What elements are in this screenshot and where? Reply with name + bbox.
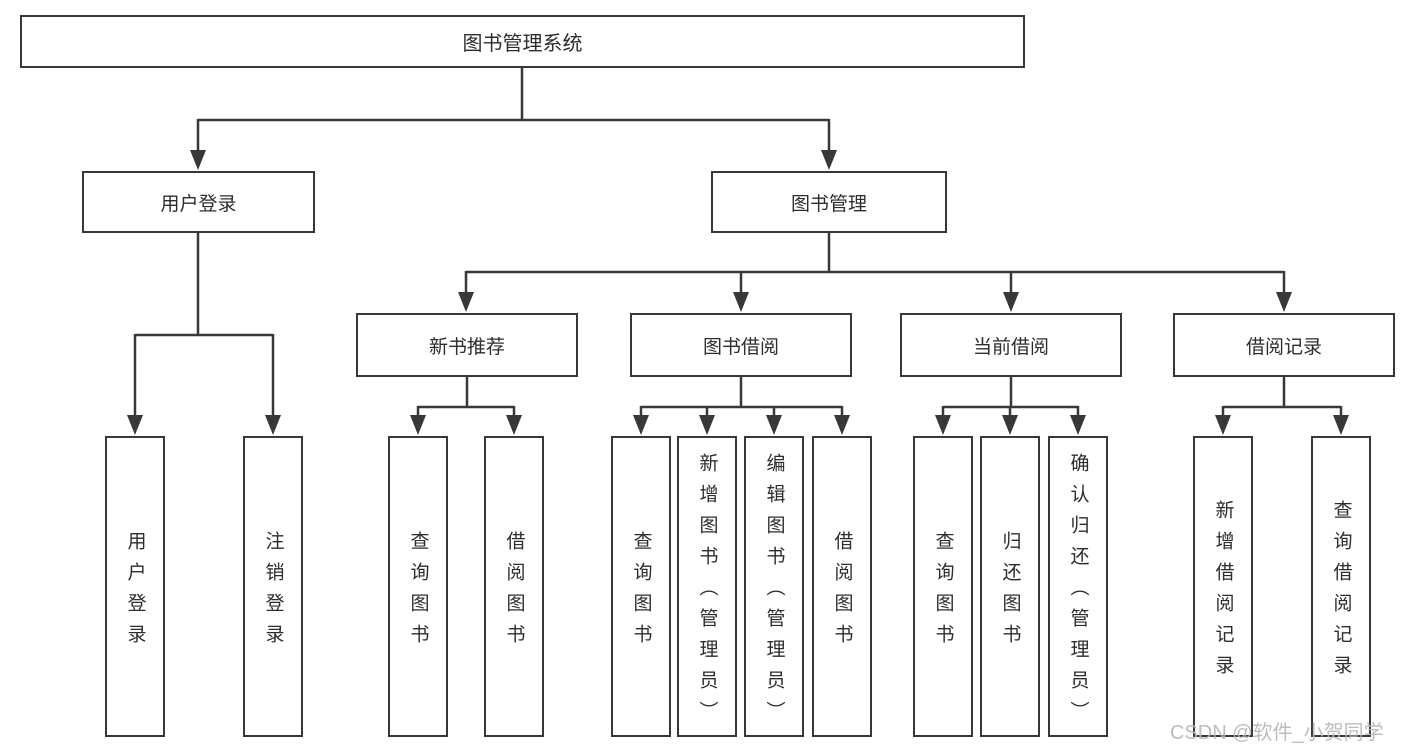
- connector-book-mgmt-to-subbranches: [458, 233, 1292, 312]
- leaf-current-query-label: 查询图书: [932, 530, 954, 655]
- leaf-borrow-edit-admin: 编辑图书（管理员）: [744, 436, 804, 737]
- leaf-current-confirm-admin: 确认归还（管理员）: [1048, 436, 1108, 737]
- leaf-user-login: 用户登录: [105, 436, 165, 737]
- node-root-system: 图书管理系统: [20, 15, 1025, 68]
- leaf-borrow-add-admin: 新增图书（管理员）: [677, 436, 737, 737]
- csdn-watermark: CSDN @软件_小贺同学: [1170, 722, 1384, 744]
- connector-user-login-to-leaves: [127, 233, 281, 435]
- leaf-records-add-label: 新增借阅记录: [1212, 499, 1234, 686]
- leaf-newbooks-query-label: 查询图书: [407, 530, 429, 655]
- leaf-user-login-label: 用户登录: [124, 530, 146, 655]
- leaf-current-query: 查询图书: [913, 436, 973, 737]
- leaf-borrow-add-admin-label: 新增图书（管理员）: [696, 453, 718, 732]
- leaf-borrow-query-label: 查询图书: [630, 530, 652, 655]
- leaf-borrow-query: 查询图书: [611, 436, 671, 737]
- node-new-books: 新书推荐: [356, 313, 578, 377]
- connector-current-borrow-to-leaves: [935, 377, 1086, 435]
- node-book-management-branch: 图书管理: [711, 171, 947, 233]
- node-book-borrow: 图书借阅: [630, 313, 852, 377]
- leaf-logout-label: 注销登录: [262, 530, 284, 655]
- connector-root-to-branches: [190, 68, 837, 170]
- leaf-logout: 注销登录: [243, 436, 303, 737]
- leaf-newbooks-borrow-label: 借阅图书: [503, 530, 525, 655]
- leaf-records-add: 新增借阅记录: [1193, 436, 1253, 737]
- leaf-records-query-label: 查询借阅记录: [1330, 499, 1352, 686]
- leaf-newbooks-query: 查询图书: [388, 436, 448, 737]
- node-current-borrow: 当前借阅: [900, 313, 1122, 377]
- leaf-current-return: 归还图书: [980, 436, 1040, 737]
- connector-borrow-records-to-leaves: [1215, 377, 1349, 435]
- node-user-login-branch: 用户登录: [82, 171, 315, 233]
- leaf-current-confirm-admin-label: 确认归还（管理员）: [1067, 453, 1089, 732]
- leaf-newbooks-borrow: 借阅图书: [484, 436, 544, 737]
- leaf-records-query: 查询借阅记录: [1311, 436, 1371, 737]
- connector-new-books-to-leaves: [410, 377, 522, 435]
- node-borrow-records: 借阅记录: [1173, 313, 1395, 377]
- leaf-borrow-book: 借阅图书: [812, 436, 872, 737]
- leaf-current-return-label: 归还图书: [999, 530, 1021, 655]
- leaf-borrow-book-label: 借阅图书: [831, 530, 853, 655]
- leaf-borrow-edit-admin-label: 编辑图书（管理员）: [763, 453, 785, 732]
- connector-book-borrow-to-leaves: [633, 377, 850, 435]
